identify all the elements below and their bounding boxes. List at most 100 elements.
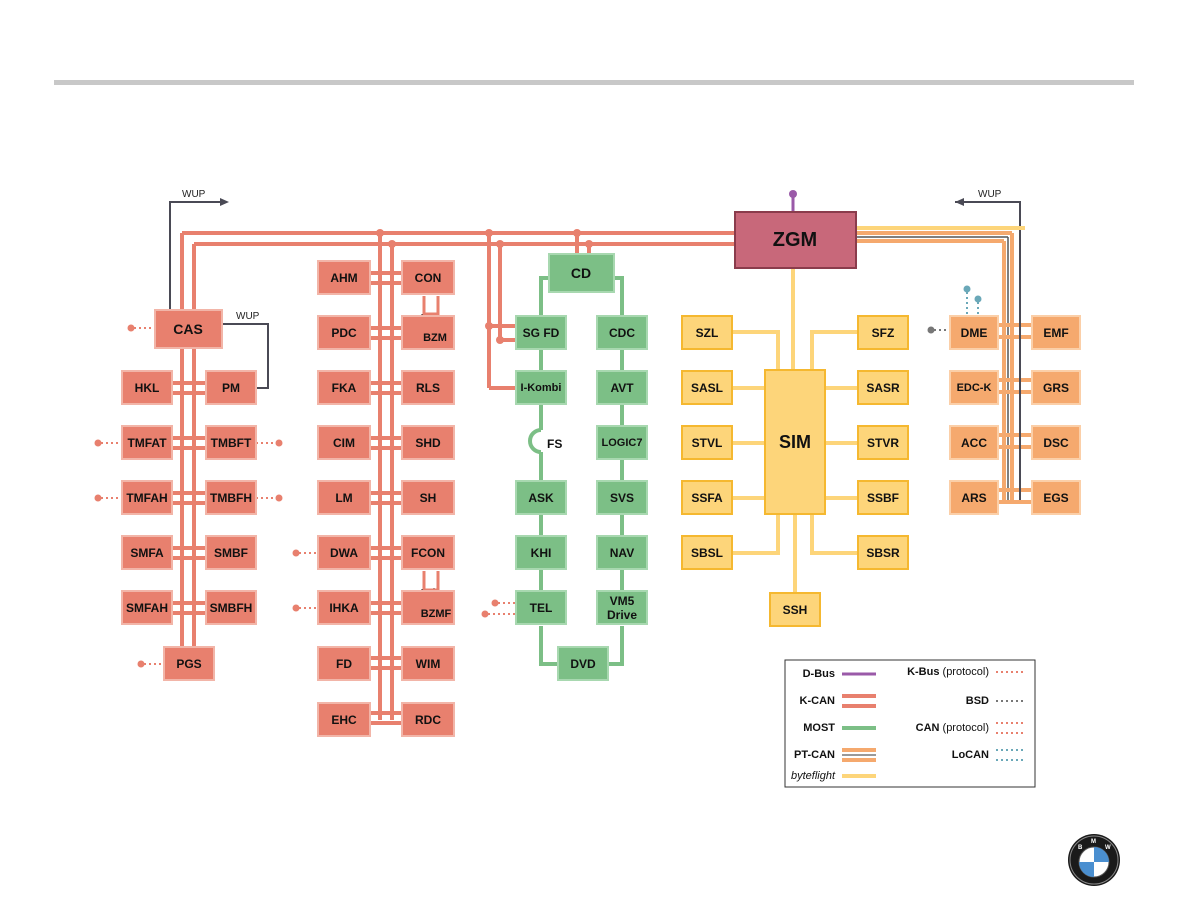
- module-smfah[interactable]: SMFAH: [121, 590, 173, 625]
- module-emf[interactable]: EMF: [1031, 315, 1081, 350]
- wup-label-pm: WUP: [236, 311, 260, 322]
- module-szl[interactable]: SZL: [681, 315, 733, 350]
- module-fka[interactable]: FKA: [317, 370, 371, 405]
- module-fs-label: FS: [547, 437, 562, 451]
- module-ikombi[interactable]: I-Kombi: [515, 370, 567, 405]
- module-sasr[interactable]: SASR: [857, 370, 909, 405]
- svg-text:EHC: EHC: [331, 713, 357, 727]
- legend-locan-label: LoCAN: [952, 749, 989, 761]
- ptcan-bus-lines: [856, 231, 1014, 500]
- module-ssbf[interactable]: SSBF: [857, 480, 909, 515]
- module-logic7[interactable]: LOGIC7: [596, 425, 648, 460]
- header-rule: [54, 80, 1134, 85]
- svg-text:I-Kombi: I-Kombi: [521, 382, 562, 394]
- module-grs[interactable]: GRS: [1031, 370, 1081, 405]
- svg-text:BZMF: BZMF: [421, 608, 452, 620]
- module-nav[interactable]: NAV: [596, 535, 648, 570]
- module-rdc[interactable]: RDC: [401, 702, 455, 737]
- module-sasl[interactable]: SASL: [681, 370, 733, 405]
- module-con[interactable]: CON: [401, 260, 455, 295]
- module-cd[interactable]: CD: [548, 253, 615, 293]
- svg-text:LOGIC7: LOGIC7: [602, 437, 643, 449]
- svg-text:DVD: DVD: [570, 657, 596, 671]
- module-bzmf[interactable]: BZMF: [401, 590, 455, 625]
- module-ask[interactable]: ASK: [515, 480, 567, 515]
- module-tel[interactable]: TEL: [515, 590, 567, 625]
- module-ahm[interactable]: AHM: [317, 260, 371, 295]
- module-svs[interactable]: SVS: [596, 480, 648, 515]
- module-pgs[interactable]: PGS: [163, 646, 215, 681]
- module-dsc[interactable]: DSC: [1031, 425, 1081, 460]
- module-sim[interactable]: SIM: [764, 369, 826, 515]
- module-dme[interactable]: DME: [949, 315, 999, 350]
- legend-most-label: MOST: [803, 722, 835, 734]
- svg-text:EMF: EMF: [1043, 326, 1068, 340]
- module-cas[interactable]: CAS: [154, 309, 223, 349]
- module-sgfd[interactable]: SG FD: [515, 315, 567, 350]
- svg-text:GRS: GRS: [1043, 381, 1069, 395]
- module-fcon[interactable]: FCON: [401, 535, 455, 570]
- kbus-stubs: [101, 327, 516, 665]
- ptcan-stubs: [998, 323, 1032, 504]
- module-stvl[interactable]: STVL: [681, 425, 733, 460]
- module-tmfat[interactable]: TMFAT: [121, 425, 173, 460]
- svg-text:TMBFT: TMBFT: [211, 436, 252, 450]
- module-shd[interactable]: SHD: [401, 425, 455, 460]
- svg-text:SMBF: SMBF: [214, 546, 248, 560]
- legend-ptcan-label: PT-CAN: [794, 749, 835, 761]
- module-rls[interactable]: RLS: [401, 370, 455, 405]
- svg-text:SZL: SZL: [696, 326, 719, 340]
- module-smbfh[interactable]: SMBFH: [205, 590, 257, 625]
- svg-text:M: M: [1091, 839, 1096, 845]
- module-ehc[interactable]: EHC: [317, 702, 371, 737]
- svg-text:RDC: RDC: [415, 713, 441, 727]
- module-lm[interactable]: LM: [317, 480, 371, 515]
- module-sfz[interactable]: SFZ: [857, 315, 909, 350]
- module-smbf[interactable]: SMBF: [205, 535, 257, 570]
- module-sbsr[interactable]: SBSR: [857, 535, 909, 570]
- module-bzm[interactable]: BZM: [401, 315, 455, 350]
- module-ars[interactable]: ARS: [949, 480, 999, 515]
- module-pm[interactable]: PM: [205, 370, 257, 405]
- module-sbsl[interactable]: SBSL: [681, 535, 733, 570]
- module-fd[interactable]: FD: [317, 646, 371, 681]
- module-smfa[interactable]: SMFA: [121, 535, 173, 570]
- svg-text:FCON: FCON: [411, 546, 445, 560]
- wup-label-left: WUP: [182, 189, 206, 200]
- module-ssfa[interactable]: SSFA: [681, 480, 733, 515]
- module-ssh[interactable]: SSH: [769, 592, 821, 627]
- module-wim[interactable]: WIM: [401, 646, 455, 681]
- svg-text:NAV: NAV: [610, 546, 634, 560]
- svg-text:SASR: SASR: [866, 381, 900, 395]
- svg-text:ACC: ACC: [961, 436, 987, 450]
- module-stvr[interactable]: STVR: [857, 425, 909, 460]
- module-acc[interactable]: ACC: [949, 425, 999, 460]
- svg-text:ARS: ARS: [961, 491, 986, 505]
- module-hkl[interactable]: HKL: [121, 370, 173, 405]
- svg-text:SBSL: SBSL: [691, 546, 723, 560]
- module-dvd[interactable]: DVD: [557, 646, 609, 681]
- svg-text:SSH: SSH: [783, 603, 808, 617]
- svg-text:SSBF: SSBF: [867, 491, 899, 505]
- module-egs[interactable]: EGS: [1031, 480, 1081, 515]
- module-khi[interactable]: KHI: [515, 535, 567, 570]
- legend-can-label: CAN (protocol): [916, 722, 989, 734]
- module-sh[interactable]: SH: [401, 480, 455, 515]
- legend-bsd-label: BSD: [966, 695, 989, 707]
- module-cim[interactable]: CIM: [317, 425, 371, 460]
- svg-text:TEL: TEL: [530, 601, 553, 615]
- module-avt[interactable]: AVT: [596, 370, 648, 405]
- legend-dbus-label: D-Bus: [803, 668, 835, 680]
- module-ihka[interactable]: IHKA: [317, 590, 371, 625]
- module-cdc[interactable]: CDC: [596, 315, 648, 350]
- module-zgm[interactable]: ZGM: [734, 211, 857, 269]
- module-tmfah[interactable]: TMFAH: [121, 480, 173, 515]
- module-tmbft[interactable]: TMBFT: [205, 425, 257, 460]
- svg-text:SSFA: SSFA: [691, 491, 723, 505]
- module-dwa[interactable]: DWA: [317, 535, 371, 570]
- module-pdc[interactable]: PDC: [317, 315, 371, 350]
- module-tmbfh[interactable]: TMBFH: [205, 480, 257, 515]
- bmw-logo: B M W: [1068, 834, 1120, 886]
- module-edck[interactable]: EDC-K: [949, 370, 999, 405]
